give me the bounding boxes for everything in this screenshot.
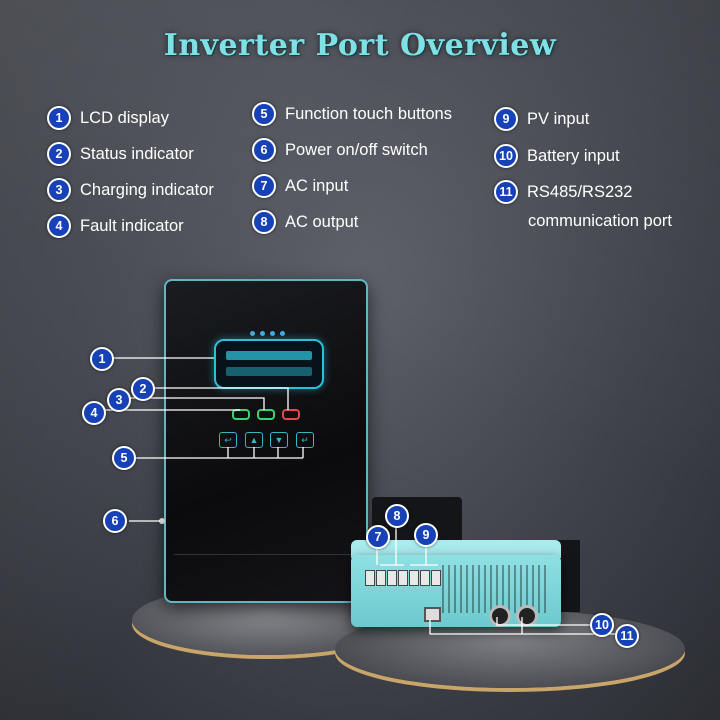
- number-badge: 8: [252, 210, 276, 234]
- callout-badge: 11: [615, 624, 639, 648]
- callout-6: 6: [103, 509, 136, 533]
- callout-8: 8: [385, 504, 418, 528]
- indicator-dot: [250, 331, 255, 336]
- legend-label: Status indicator: [80, 144, 194, 163]
- legend-item-power-switch: 6 Power on/off switch: [252, 138, 428, 162]
- legend-label: Function touch buttons: [285, 104, 452, 123]
- callout-4: 4: [82, 401, 115, 425]
- legend-label: Battery input: [527, 146, 620, 165]
- number-badge: 11: [494, 180, 518, 204]
- callout-badge: 10: [590, 613, 614, 637]
- inverter-unit: [164, 279, 368, 603]
- number-badge: 1: [47, 106, 71, 130]
- number-badge: 3: [47, 178, 71, 202]
- legend-label: AC output: [285, 212, 359, 231]
- pv-input-terminal: [409, 570, 419, 586]
- lcd-segment: [226, 367, 312, 376]
- callout-badge: 1: [90, 347, 114, 371]
- callout-7: 7: [366, 525, 399, 549]
- callout-11: 11: [615, 624, 648, 648]
- legend-label: Charging indicator: [80, 180, 214, 199]
- legend-item-lcd-display: 1 LCD display: [47, 106, 169, 130]
- callout-10: 10: [590, 613, 623, 637]
- legend-label-continuation: communication port: [528, 212, 672, 230]
- legend-label: PV input: [527, 109, 590, 128]
- legend-label: LCD display: [80, 108, 169, 127]
- number-badge: 4: [47, 214, 71, 238]
- legend-label: AC input: [285, 176, 349, 195]
- page-title: Inverter Port Overview: [163, 28, 557, 63]
- callout-badge: 8: [385, 504, 409, 528]
- legend-label: Power on/off switch: [285, 140, 428, 159]
- legend-label: Fault indicator: [80, 216, 184, 235]
- inverter-bottom-panel: [174, 554, 358, 593]
- number-badge: 6: [252, 138, 276, 162]
- callout-badge: 5: [112, 446, 136, 470]
- lcd-segment: [226, 351, 312, 360]
- callout-3: 3: [107, 388, 140, 412]
- communication-port: [424, 607, 441, 622]
- callout-2: 2: [131, 377, 164, 401]
- pv-input-terminal: [431, 570, 441, 586]
- legend-item-pv-input: 9 PV input: [494, 107, 589, 131]
- callout-badge: 7: [366, 525, 390, 549]
- legend-item-function-touch-buttons: 5 Function touch buttons: [252, 102, 452, 126]
- ac-output-terminal: [398, 570, 408, 586]
- charging-indicator-led: [257, 409, 275, 420]
- legend-item-charging-indicator: 3 Charging indicator: [47, 178, 214, 202]
- number-badge: 5: [252, 102, 276, 126]
- legend-item-ac-output: 8 AC output: [252, 210, 358, 234]
- indicator-dot: [280, 331, 285, 336]
- number-badge: 2: [47, 142, 71, 166]
- callout-badge: 4: [82, 401, 106, 425]
- indicator-dot: [260, 331, 265, 336]
- callout-5: 5: [112, 446, 145, 470]
- pv-input-terminal: [420, 570, 430, 586]
- number-badge: 7: [252, 174, 276, 198]
- legend-item-status-indicator: 2 Status indicator: [47, 142, 194, 166]
- lcd-display: [214, 339, 324, 389]
- legend-item-battery-input: 10 Battery input: [494, 144, 620, 168]
- ac-input-terminal: [376, 570, 386, 586]
- indicator-dot: [270, 331, 275, 336]
- number-badge: 9: [494, 107, 518, 131]
- legend-label: RS485/RS232: [527, 182, 633, 201]
- touch-button[interactable]: ↵: [296, 432, 314, 448]
- callout-badge: 3: [107, 388, 131, 412]
- legend-item-communication-port: 11 RS485/RS232: [494, 180, 633, 204]
- callout-badge: 2: [131, 377, 155, 401]
- legend-item-fault-indicator: 4 Fault indicator: [47, 214, 184, 238]
- battery-unit-top: [351, 540, 561, 558]
- callout-1: 1: [90, 347, 123, 371]
- legend-item-ac-input: 7 AC input: [252, 174, 348, 198]
- ac-input-terminal: [365, 570, 375, 586]
- ac-output-terminal: [387, 570, 397, 586]
- power-switch[interactable]: [159, 518, 165, 524]
- callout-9: 9: [414, 523, 447, 547]
- callout-badge: 9: [414, 523, 438, 547]
- number-badge: 10: [494, 144, 518, 168]
- fault-indicator-led: [232, 409, 250, 420]
- touch-button[interactable]: ▼: [270, 432, 288, 448]
- callout-badge: 6: [103, 509, 127, 533]
- status-indicator-led: [282, 409, 300, 420]
